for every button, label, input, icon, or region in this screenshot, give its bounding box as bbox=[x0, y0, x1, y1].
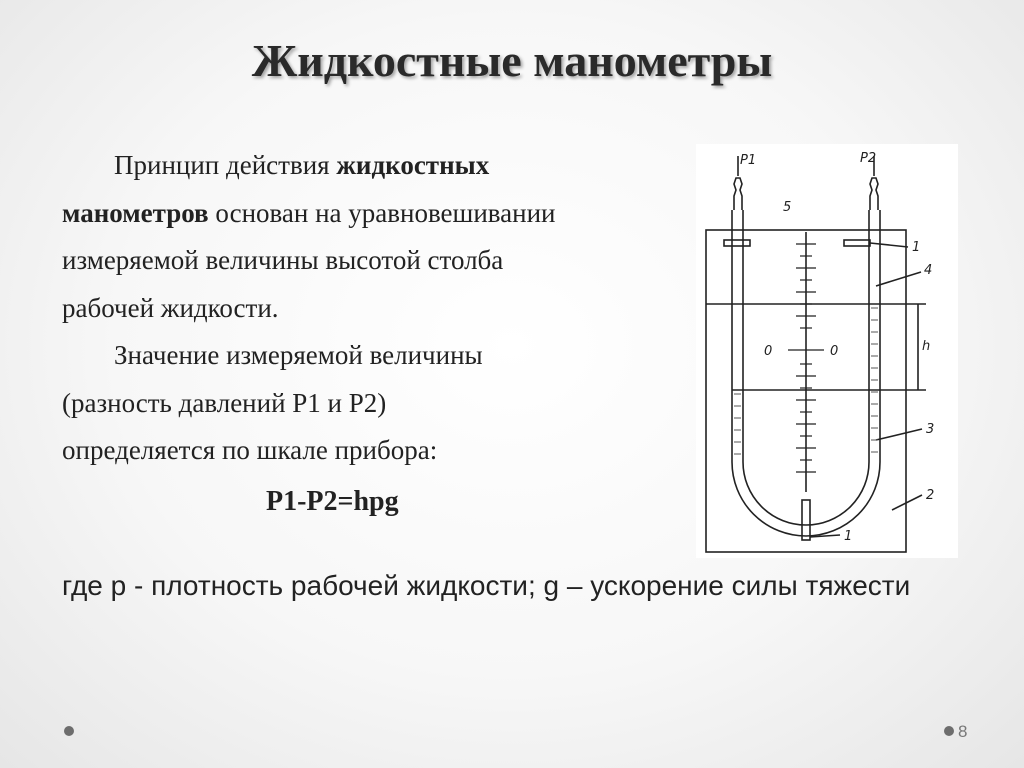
right-nozzle bbox=[869, 177, 879, 210]
paragraph1-line4: рабочей жидкости. bbox=[62, 292, 279, 323]
label-5: 5 bbox=[783, 200, 791, 215]
paragraph1-line2: манометров основан на уравновешивании bbox=[62, 190, 658, 238]
paragraph2-line2: (разность давлений Р1 и Р2) bbox=[62, 387, 387, 418]
formula: P1-P2=hpg bbox=[266, 486, 399, 517]
mounting-board bbox=[705, 229, 907, 553]
label-p1: P1 bbox=[740, 153, 756, 168]
label-h: h bbox=[922, 339, 930, 354]
label-1-top: 1 bbox=[912, 240, 920, 255]
paragraph1-line1: Принцип действия жидкостных bbox=[62, 142, 658, 190]
nav-dot-right bbox=[944, 726, 954, 736]
p1-line2-bold: манометров bbox=[62, 197, 209, 228]
label-zero-right: 0 bbox=[830, 344, 838, 359]
label-2: 2 bbox=[926, 488, 934, 503]
slide-title: Жидкостные манометры bbox=[251, 35, 773, 86]
footnote: где р - плотность рабочей жидкости; g – … bbox=[62, 570, 911, 601]
label-zero-left: 0 bbox=[764, 344, 772, 359]
clamp-right bbox=[843, 239, 871, 247]
left-nozzle bbox=[733, 177, 743, 210]
leader-1-top bbox=[869, 242, 909, 248]
manometer-diagram-svg: P1 P2 5 1 4 h 0 0 3 2 1 bbox=[705, 151, 934, 553]
p1-line2-plain: основан на уравновешивании bbox=[208, 197, 556, 228]
nav-dot-left bbox=[64, 726, 74, 736]
label-4: 4 bbox=[924, 263, 932, 278]
paragraph2-line3: определяется по шкале прибора: bbox=[62, 435, 438, 465]
label-p2: P2 bbox=[860, 151, 876, 166]
paragraph2-line1: Значение измеряемой величины bbox=[114, 340, 483, 370]
scale-ticks bbox=[788, 243, 824, 473]
clamp-bottom bbox=[801, 499, 811, 541]
body-text: Принцип действия жидкостных манометров о… bbox=[62, 142, 658, 475]
liquid-hatch bbox=[734, 307, 878, 455]
p1-line1-bold: жидкостных bbox=[336, 150, 490, 180]
leader-2 bbox=[891, 494, 923, 511]
leader-1-bottom bbox=[809, 534, 841, 538]
u-tube-inner bbox=[742, 210, 870, 526]
manometer-diagram: P1 P2 5 1 4 h 0 0 3 2 1 bbox=[696, 144, 958, 558]
paragraph1-line3: измеряемой величины высотой столба bbox=[62, 245, 504, 275]
clamp-left bbox=[723, 239, 751, 247]
leader-4 bbox=[875, 271, 922, 287]
p1-line1-plain: Принцип действия bbox=[114, 150, 337, 180]
label-3: 3 bbox=[926, 422, 934, 437]
u-tube-outer bbox=[731, 210, 881, 537]
leader-3 bbox=[875, 428, 923, 441]
label-1-bottom: 1 bbox=[844, 529, 852, 544]
slide-number: 8 bbox=[958, 722, 968, 741]
